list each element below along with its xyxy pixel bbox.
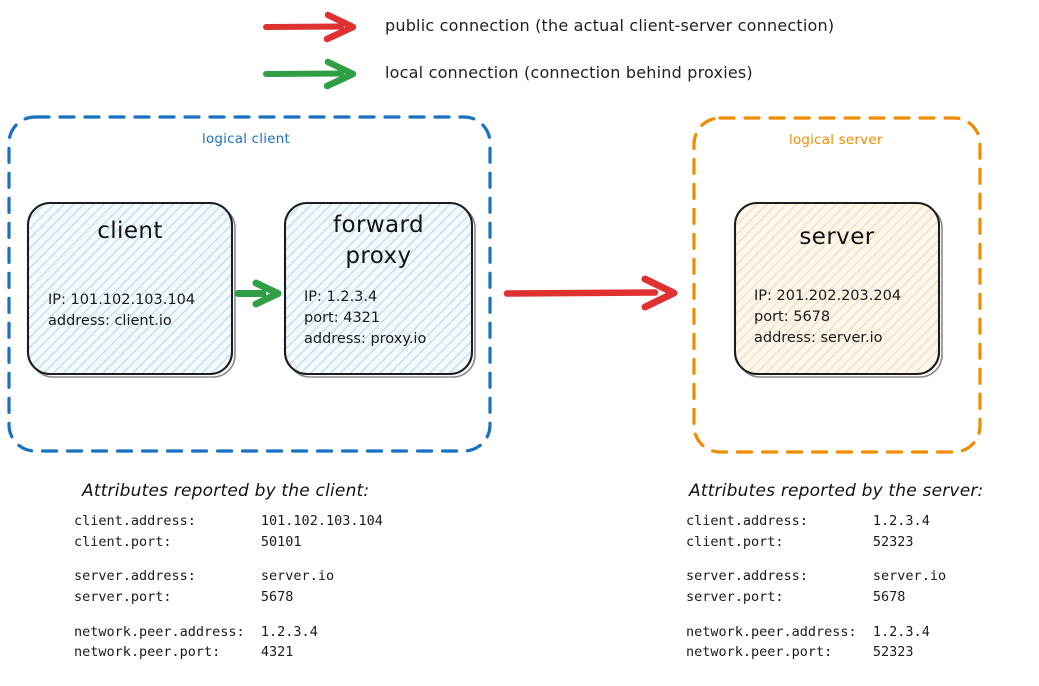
attribute-value: 5678: [872, 588, 906, 605]
legend-label-public: public connection (the actual client-ser…: [385, 16, 835, 35]
client-node-details: IP: 101.102.103.104 address: client.io: [48, 290, 195, 332]
forward-proxy-node-title-line1: forward: [333, 212, 424, 238]
attribute-row: network.peer.address: 1.2.3.4: [686, 622, 983, 643]
attribute-key: client.address:: [74, 513, 196, 529]
attribute-row: server.port: 5678: [686, 587, 983, 608]
attribute-value: 1.2.3.4: [872, 623, 930, 640]
client-attributes-block: Attributes reported by the client: clien…: [74, 481, 383, 663]
forward-proxy-node-line-port: port: 4321: [304, 310, 381, 327]
attribute-row: server.port: 5678: [74, 587, 383, 608]
attribute-value: 1.2.3.4: [260, 623, 318, 640]
attribute-key: network.peer.address:: [74, 623, 245, 640]
server-node-line-address: address: server.io: [754, 330, 883, 347]
forward-proxy-node-line-address: address: proxy.io: [304, 331, 427, 348]
attribute-key: server.address:: [686, 568, 808, 585]
legend-label-local: local connection (connection behind prox…: [385, 63, 753, 82]
attribute-row: client.address: 1.2.3.4: [686, 511, 983, 532]
forward-proxy-node-title-line2: proxy: [345, 243, 412, 269]
attribute-row: client.address: 101.102.103.104: [74, 511, 383, 532]
server-attributes-block: Attributes reported by the server: clien…: [686, 481, 983, 663]
logical-client-group-border: [7, 115, 492, 453]
server-attributes-rows: client.address: 1.2.3.4 client.port: 52323 s…: [686, 511, 983, 663]
logical-server-group-border: [692, 116, 982, 454]
attribute-group-gap: [74, 552, 383, 566]
forward-proxy-node-line-ip: IP: 1.2.3.4: [304, 289, 378, 305]
client-node-title: client: [97, 218, 163, 244]
attribute-key: network.peer.port:: [74, 644, 221, 661]
attribute-key: server.address:: [74, 568, 196, 585]
forward-proxy-node[interactable]: forward proxy IP: 1.2.3.4 port: 4321 add…: [285, 203, 472, 374]
attribute-group-gap: [686, 552, 983, 566]
forward-proxy-node-shape: [283, 201, 476, 378]
attribute-key: server.port:: [686, 588, 784, 605]
attribute-row: server.address: server.io: [686, 566, 983, 587]
legend-arrow-public: [263, 11, 357, 43]
attribute-value: server.io: [872, 568, 947, 585]
attribute-row: client.port: 52323: [686, 532, 983, 553]
logical-client-group-label: logical client: [202, 131, 290, 147]
server-node[interactable]: server IP: 201.202.203.204 port: 5678 ad…: [735, 203, 939, 374]
server-node-line-ip: IP: 201.202.203.204: [754, 288, 902, 304]
client-node-line-ip: IP: 101.102.103.104: [48, 292, 196, 308]
client-node-shape: [26, 201, 236, 378]
attribute-value: 1.2.3.4: [872, 513, 930, 529]
attribute-value: 52323: [872, 533, 914, 550]
attribute-row: network.peer.port: 52323: [686, 642, 983, 663]
arrow-local-connection: [234, 279, 282, 308]
arrow-public-connection: [503, 275, 678, 311]
attribute-key: network.peer.port:: [686, 644, 833, 661]
attribute-row: network.peer.address: 1.2.3.4: [74, 622, 383, 643]
attribute-value: 50101: [260, 533, 302, 550]
server-node-shape: [733, 201, 943, 378]
server-attributes-title: Attributes reported by the server:: [689, 481, 984, 501]
attribute-key: network.peer.address:: [686, 623, 857, 640]
attribute-group-gap: [74, 608, 383, 622]
logical-server-group-label: logical server: [789, 132, 883, 148]
attribute-value: 5678: [260, 588, 294, 605]
attribute-key: client.port:: [74, 533, 172, 550]
legend-arrow-local: [263, 58, 357, 90]
attribute-key: client.address:: [686, 513, 808, 529]
attribute-value: 4321: [260, 644, 294, 661]
server-node-title: server: [799, 224, 875, 250]
forward-proxy-node-details: IP: 1.2.3.4 port: 4321 address: proxy.io: [304, 287, 426, 350]
client-node-line-address: address: client.io: [48, 313, 172, 330]
attribute-value: server.io: [260, 568, 335, 585]
attribute-value: 52323: [872, 644, 914, 661]
client-node[interactable]: client IP: 101.102.103.104 address: clie…: [28, 203, 232, 374]
attribute-value: 101.102.103.104: [260, 513, 383, 529]
attribute-key: server.port:: [74, 588, 172, 605]
attribute-row: server.address: server.io: [74, 566, 383, 587]
attribute-row: client.port: 50101: [74, 532, 383, 553]
attribute-group-gap: [686, 608, 983, 622]
attribute-row: network.peer.port: 4321: [74, 642, 383, 663]
client-attributes-title: Attributes reported by the client:: [82, 481, 370, 501]
client-attributes-rows: client.address: 101.102.103.104 client.por…: [74, 511, 383, 663]
attribute-key: client.port:: [686, 533, 784, 550]
server-node-line-port: port: 5678: [754, 309, 831, 326]
server-node-details: IP: 201.202.203.204 port: 5678 address: …: [754, 286, 901, 349]
